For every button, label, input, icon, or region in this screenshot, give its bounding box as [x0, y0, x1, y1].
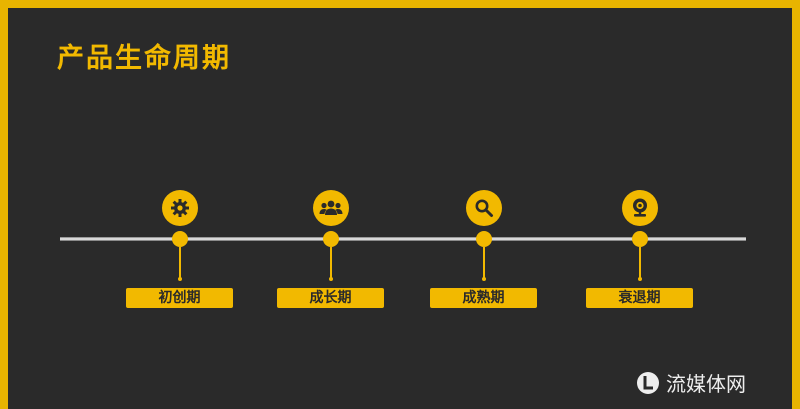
stage-label: 成长期	[277, 288, 384, 308]
stage-label: 衰退期	[586, 288, 693, 308]
gear-icon	[162, 190, 198, 226]
page-title: 产品生命周期	[57, 43, 231, 74]
webcam-icon	[622, 190, 658, 226]
timeline-line	[60, 237, 746, 241]
connector-end	[329, 277, 333, 281]
connector-end	[482, 277, 486, 281]
connector-line	[330, 247, 332, 279]
search-icon	[466, 190, 502, 226]
connector-line	[639, 247, 641, 279]
timeline-node	[172, 231, 188, 247]
watermark-logo-icon	[637, 371, 659, 394]
connector-line	[179, 247, 181, 279]
timeline-node	[476, 231, 492, 247]
timeline-node	[632, 231, 648, 247]
watermark: 流媒体网	[636, 368, 746, 397]
watermark-text: 流媒体网	[666, 372, 746, 396]
connector-end	[178, 277, 182, 281]
connector-line	[483, 247, 485, 279]
stage-label: 初创期	[126, 288, 233, 308]
timeline-node	[323, 231, 339, 247]
people-icon	[313, 190, 349, 226]
stage-label: 成熟期	[430, 288, 537, 308]
connector-end	[638, 277, 642, 281]
